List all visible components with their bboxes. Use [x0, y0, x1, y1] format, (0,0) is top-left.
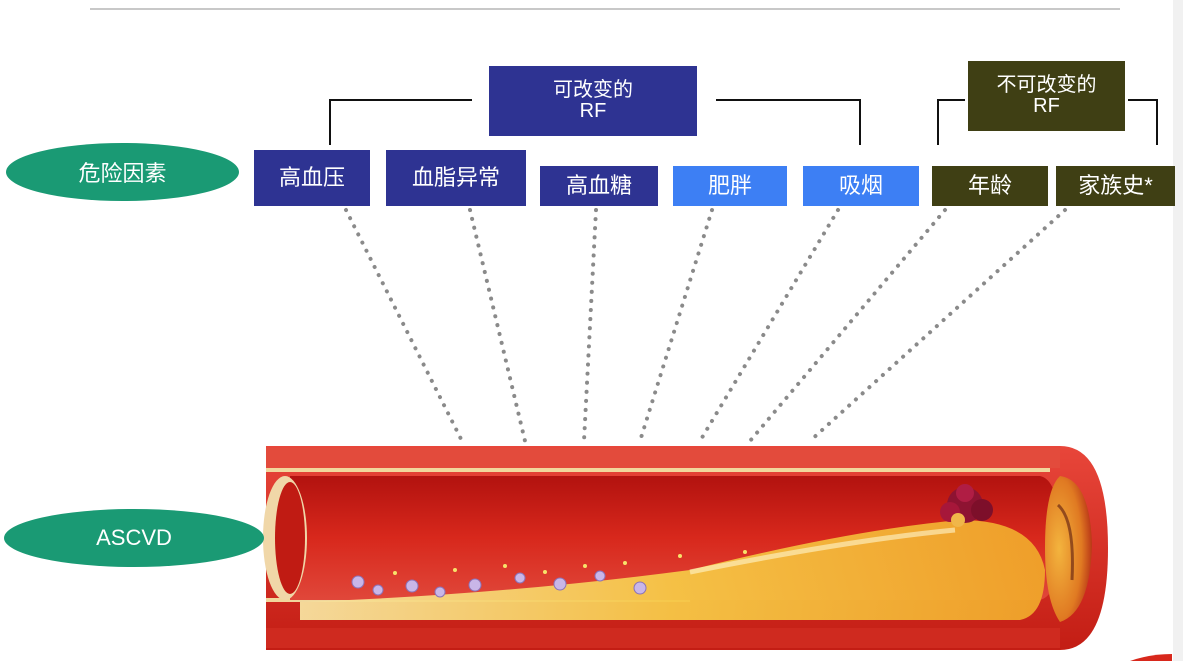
risk-factor-label: 高血压	[278, 165, 345, 191]
risk-factor-age: 年龄	[932, 166, 1048, 206]
risk-factor-label: 高血糖	[565, 173, 632, 199]
nonmodifiable-header-line2: RF	[1033, 95, 1060, 117]
risk-factor-family-history: 家族史*	[1056, 166, 1175, 206]
risk-factor-dyslipidemia: 血脂异常	[386, 150, 526, 206]
nonmodifiable-rf-header: 不可改变的 RF	[968, 61, 1125, 131]
modifiable-bracket	[329, 99, 861, 145]
modifiable-header-line2: RF	[579, 100, 607, 122]
ascvd-label: ASCVD	[96, 525, 172, 550]
scrollbar[interactable]	[1173, 0, 1183, 661]
ascvd-pill: ASCVD	[4, 509, 264, 567]
nonmodifiable-bracket	[937, 99, 1158, 145]
risk-factor-label: 家族史*	[1078, 173, 1153, 199]
risk-factor-label: 年龄	[967, 173, 1012, 199]
modifiable-rf-header: 可改变的 RF	[489, 66, 697, 136]
top-divider	[90, 8, 1120, 10]
risk-factor-label: 血脂异常	[411, 165, 500, 191]
risk-factor-hyperglycemia: 高血糖	[540, 166, 658, 206]
risk-factor-obesity: 肥胖	[673, 166, 787, 206]
risk-factor-label: 吸烟	[838, 173, 883, 199]
risk-factor-label: 肥胖	[707, 173, 752, 199]
risk-factor-hypertension: 高血压	[254, 150, 370, 206]
modifiable-header-line1: 可改变的	[553, 79, 633, 101]
thrombus	[940, 484, 993, 527]
risk-factors-pill: 危险因素	[6, 143, 239, 201]
leader-lines	[344, 208, 1067, 443]
risk-factors-label: 危险因素	[78, 161, 167, 186]
risk-factor-smoking: 吸烟	[803, 166, 919, 206]
nonmodifiable-header-line1: 不可改变的	[996, 74, 1097, 96]
artery-illustration	[263, 446, 1172, 661]
